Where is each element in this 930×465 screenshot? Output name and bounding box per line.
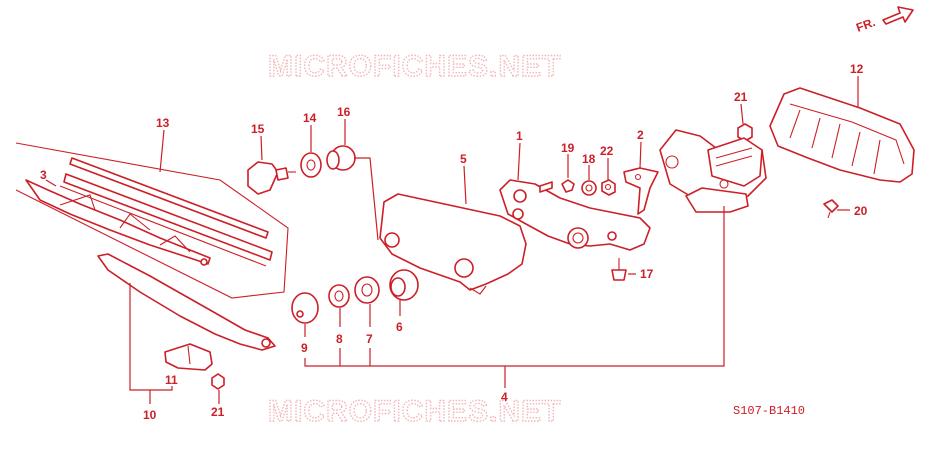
part-3-blade-assembly [25, 179, 211, 266]
callout-3: 3 [40, 168, 47, 182]
callout-15: 15 [251, 122, 265, 136]
part-4-motor-assembly [659, 129, 767, 213]
leader-lines [45, 76, 859, 404]
part-6-grommet [389, 269, 419, 301]
callout-8: 8 [336, 332, 343, 346]
front-direction-label: FR. [854, 15, 877, 35]
callout-11: 11 [165, 373, 178, 387]
part-15-cap [247, 161, 296, 195]
callout-1: 1 [516, 129, 523, 143]
callout-20: 20 [854, 204, 868, 218]
part-5-motor-cover [379, 193, 527, 295]
part-13-blade-rubber [15, 142, 289, 299]
part-12-garnish [769, 87, 915, 183]
callout-21-upper: 21 [734, 90, 748, 104]
part-8-washer [328, 284, 350, 308]
part-22-nut [601, 179, 616, 196]
front-arrow-icon [882, 6, 914, 25]
watermark-bottom: MICROFICHES.NET [268, 395, 561, 428]
callout-19: 19 [561, 141, 575, 155]
part-17-screw [611, 258, 627, 281]
callout-4: 4 [501, 390, 508, 404]
watermark-top: MICROFICHES.NET [268, 50, 561, 83]
part-16-grommet [326, 145, 356, 171]
callout-21-lower: 21 [211, 405, 225, 419]
part-11-arm-cap [164, 343, 213, 371]
diagram-code: S107-B1410 [733, 404, 805, 418]
callout-17: 17 [640, 267, 654, 281]
callout-12: 12 [850, 62, 864, 76]
part-21-nut-lower [211, 373, 225, 390]
part-14-washer [300, 152, 322, 178]
part-10-wiper-arm [97, 253, 276, 351]
callout-2: 2 [637, 128, 644, 142]
callout-5: 5 [460, 152, 467, 166]
callout-9: 9 [301, 341, 308, 355]
part-7-seal [354, 276, 380, 304]
callout-18: 18 [582, 152, 596, 166]
callout-10: 10 [143, 408, 157, 422]
callout-numbers: 13 3 11 10 21 15 14 16 5 1 19 18 22 2 21… [40, 62, 868, 422]
callout-7: 7 [366, 332, 373, 346]
front-direction-indicator: FR. [854, 6, 914, 35]
part-19-bolt [561, 179, 575, 193]
callout-6: 6 [396, 320, 403, 334]
callout-16: 16 [337, 105, 351, 119]
part-21-nut-upper [737, 123, 753, 142]
callout-14: 14 [303, 111, 317, 125]
part-18-washer [581, 180, 597, 196]
part-2-linkage-plate [623, 167, 659, 215]
part-9-seal [291, 292, 319, 324]
part-1-bracket [499, 179, 651, 251]
part-20-clip [823, 199, 839, 219]
callout-13: 13 [156, 116, 170, 130]
callout-22: 22 [600, 144, 614, 158]
